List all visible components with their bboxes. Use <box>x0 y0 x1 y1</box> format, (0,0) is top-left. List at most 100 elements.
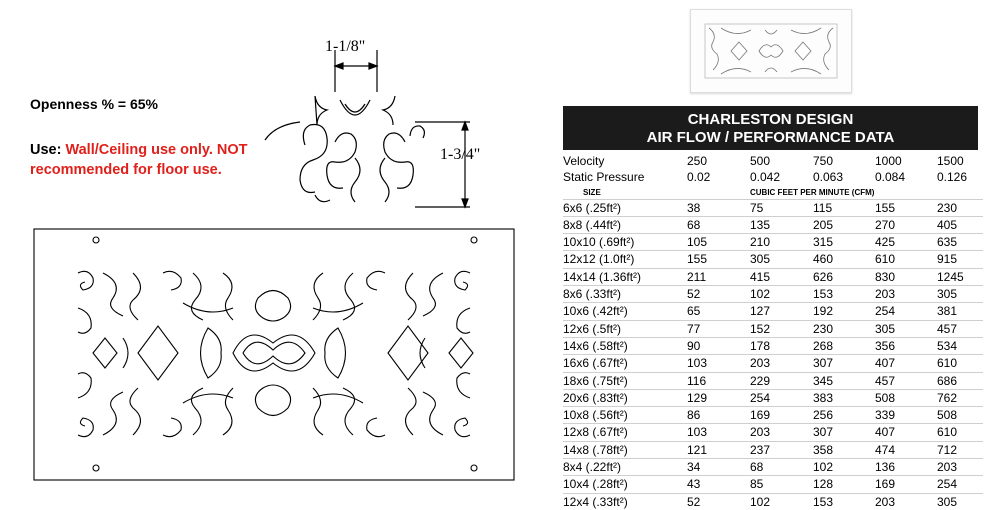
cfm-cell: 407 <box>875 356 896 371</box>
cfm-cell: 460 <box>813 252 834 267</box>
header-cell: 750 <box>813 154 834 168</box>
size-cell: 14x14 (1.36ft²) <box>563 269 642 284</box>
table-row: 10x10 (.69ft²) 105 210 315 425 635 <box>563 233 983 250</box>
cfm-cell: 210 <box>750 235 771 250</box>
size-cell: 10x8 (.56ft²) <box>563 408 628 423</box>
table-title-line-2: AIR FLOW / PERFORMANCE DATA <box>646 129 895 146</box>
cfm-cell: 425 <box>875 235 896 250</box>
cfm-cell: 203 <box>875 494 896 509</box>
cfm-cell: 762 <box>937 390 958 405</box>
size-cell: 14x8 (.78ft²) <box>563 442 628 457</box>
cfm-cell: 128 <box>813 477 834 492</box>
cfm-cell: 237 <box>750 442 771 457</box>
size-cell: 18x6 (.75ft²) <box>563 373 628 388</box>
cfm-cell: 52 <box>687 494 701 509</box>
static-pressure-row: Static Pressure 0.02 0.042 0.063 0.084 0… <box>563 169 983 185</box>
cfm-cell: 129 <box>687 390 708 405</box>
cfm-cell: 105 <box>687 235 708 250</box>
cfm-cell: 34 <box>687 460 701 475</box>
size-cell: 12x12 (1.0ft²) <box>563 252 635 267</box>
size-cell: 8x6 (.33ft²) <box>563 287 622 302</box>
cfm-cell: 211 <box>687 269 707 284</box>
cfm-cell: 229 <box>750 373 771 388</box>
cfm-cell: 103 <box>687 356 708 371</box>
header-cell: 0.063 <box>813 170 844 185</box>
width-dimension: 1-1/8" <box>325 38 366 55</box>
size-cell: 6x6 (.25ft²) <box>563 200 622 215</box>
cfm-cell: 203 <box>875 287 896 302</box>
header-cell: 1000 <box>875 154 902 168</box>
cfm-cell: 383 <box>813 390 834 405</box>
cfm-cell: 75 <box>750 200 764 215</box>
header-cell: 250 <box>687 154 708 168</box>
cfm-cell: 102 <box>750 287 771 302</box>
header-cell: 1500 <box>937 154 964 168</box>
size-cell: 14x6 (.58ft²) <box>563 338 628 353</box>
cfm-cell: 205 <box>813 217 834 232</box>
cfm-cell: 203 <box>750 425 771 440</box>
cfm-cell: 85 <box>750 477 764 492</box>
column-subheader-row: SIZE CUBIC FEET PER MINUTE (CFM) <box>563 186 983 199</box>
cfm-cell: 135 <box>750 217 771 232</box>
cfm-cell: 1245 <box>937 269 964 284</box>
cfm-cell: 169 <box>750 408 771 423</box>
cfm-cell: 405 <box>937 217 958 232</box>
cfm-cell: 610 <box>937 356 958 371</box>
size-cell: 10x10 (.69ft²) <box>563 235 635 250</box>
cfm-cell: 203 <box>750 356 771 371</box>
cfm-cell: 315 <box>813 235 834 250</box>
velocity-row: Velocity 250 500 750 1000 1500 <box>563 153 983 169</box>
cfm-cell: 457 <box>875 373 896 388</box>
cfm-cell: 86 <box>687 408 701 423</box>
cfm-cell: 356 <box>875 338 896 353</box>
size-cell: 12x4 (.33ft²) <box>563 494 628 509</box>
header-cell: 0.02 <box>687 170 711 185</box>
grille-pattern-drawing <box>33 228 515 481</box>
cfm-cell: 381 <box>937 304 958 319</box>
cfm-cell: 192 <box>813 304 834 319</box>
cfm-cell: 115 <box>813 200 833 215</box>
header-cell: 0.042 <box>750 170 781 185</box>
cfm-cell: 712 <box>937 442 958 457</box>
cfm-cell: 534 <box>937 338 958 353</box>
performance-table: Velocity 250 500 750 1000 1500 Static Pr… <box>563 153 983 510</box>
cfm-cell: 457 <box>937 321 958 336</box>
usage-text: Wall/Ceiling use only. NOT recommended f… <box>30 142 248 178</box>
cfm-cell: 52 <box>687 287 701 302</box>
cfm-cell: 305 <box>750 252 771 267</box>
size-header: SIZE <box>583 187 601 197</box>
size-cell: 12x6 (.5ft²) <box>563 321 622 336</box>
pattern-detail-drawing <box>264 50 470 209</box>
static-pressure-label: Static Pressure <box>563 170 645 185</box>
size-cell: 10x4 (.28ft²) <box>563 477 628 492</box>
cfm-cell: 415 <box>750 269 771 284</box>
cfm-cell: 305 <box>875 321 896 336</box>
usage-label: Use: <box>30 142 62 158</box>
cfm-cell: 626 <box>813 269 834 284</box>
table-title-line-1: CHARLESTON DESIGN <box>687 111 854 128</box>
size-cell: 8x4 (.22ft²) <box>563 460 622 475</box>
header-cell: 0.126 <box>937 170 968 185</box>
cfm-cell: 152 <box>750 321 771 336</box>
cfm-cell: 307 <box>813 425 834 440</box>
cfm-cell: 102 <box>813 460 834 475</box>
cfm-cell: 103 <box>687 425 708 440</box>
cfm-cell: 635 <box>937 235 958 250</box>
size-cell: 12x8 (.67ft²) <box>563 425 628 440</box>
height-dimension: 1-3/4" <box>440 146 481 163</box>
cfm-cell: 256 <box>813 408 834 423</box>
cfm-cell: 169 <box>875 477 896 492</box>
openness-note: Openness % = 65% <box>30 96 159 112</box>
cfm-cell: 830 <box>875 269 896 284</box>
